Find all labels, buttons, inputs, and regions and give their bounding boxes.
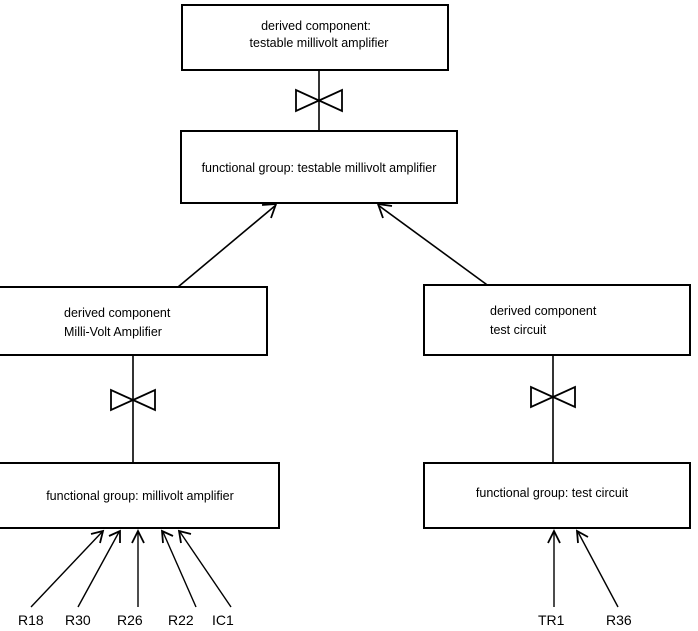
- leaf-arrow-r26: [131, 528, 145, 607]
- node-right-functional-group-rect[interactable]: [423, 462, 691, 529]
- leaf-label-group-left: R18 R30 R26 R22 IC1: [18, 612, 234, 628]
- node-right-derived-component[interactable]: derived component test circuit: [423, 284, 691, 356]
- leaf-arrow-r22: [160, 529, 197, 608]
- node-right-functional-group[interactable]: functional group: test circuit: [423, 462, 691, 529]
- leaf-label-ic1[interactable]: IC1: [212, 612, 234, 628]
- leaf-label-r18[interactable]: R18: [18, 612, 44, 628]
- node-left-derived-component-line1: derived component: [64, 306, 171, 320]
- leaf-label-r26[interactable]: R26: [117, 612, 143, 628]
- node-top-derived-component[interactable]: derived component: testable millivolt am…: [181, 4, 449, 71]
- bowtie-top-symbol: [295, 88, 343, 113]
- node-left-functional-group[interactable]: functional group: millivolt amplifier: [0, 462, 280, 529]
- leaf-label-tr1[interactable]: TR1: [538, 612, 565, 628]
- node-top-derived-component-line2: testable millivolt amplifier: [250, 36, 389, 50]
- leaf-arrow-tr1: [547, 528, 561, 607]
- node-left-derived-component[interactable]: derived component Milli-Volt Amplifier: [0, 286, 268, 356]
- node-left-derived-component-line2: Milli-Volt Amplifier: [64, 325, 162, 339]
- node-top-functional-group-rect[interactable]: [180, 130, 458, 204]
- leaf-label-r30[interactable]: R30: [65, 612, 91, 628]
- node-top-derived-component-rect[interactable]: [181, 4, 449, 71]
- node-left-functional-group-rect[interactable]: [0, 462, 280, 529]
- bowtie-right-symbol: [530, 385, 576, 409]
- node-right-derived-component-line1: derived component: [490, 304, 597, 318]
- leaf-label-r36[interactable]: R36: [606, 612, 632, 628]
- node-right-derived-component-line2: test circuit: [490, 323, 547, 337]
- leaf-arrow-r30: [77, 529, 121, 608]
- connector-right-generalization: [376, 202, 491, 288]
- leaf-arrow-ic1: [177, 529, 232, 608]
- node-right-derived-component-rect[interactable]: [423, 284, 691, 356]
- node-right-functional-group-label: functional group: test circuit: [476, 486, 629, 500]
- leaf-arrow-r18: [30, 529, 105, 608]
- connector-left-generalization: [177, 203, 278, 288]
- node-top-functional-group-label: functional group: testable millivolt amp…: [202, 161, 437, 175]
- bowtie-left-symbol: [110, 388, 156, 412]
- leaf-label-group-right: TR1 R36: [538, 612, 632, 628]
- leaf-label-r22[interactable]: R22: [168, 612, 194, 628]
- node-left-derived-component-rect[interactable]: [0, 286, 268, 356]
- leaf-arrow-r36: [575, 529, 619, 608]
- node-top-derived-component-line1: derived component:: [261, 19, 371, 33]
- node-left-functional-group-label: functional group: millivolt amplifier: [46, 489, 234, 503]
- node-top-functional-group[interactable]: functional group: testable millivolt amp…: [180, 130, 458, 204]
